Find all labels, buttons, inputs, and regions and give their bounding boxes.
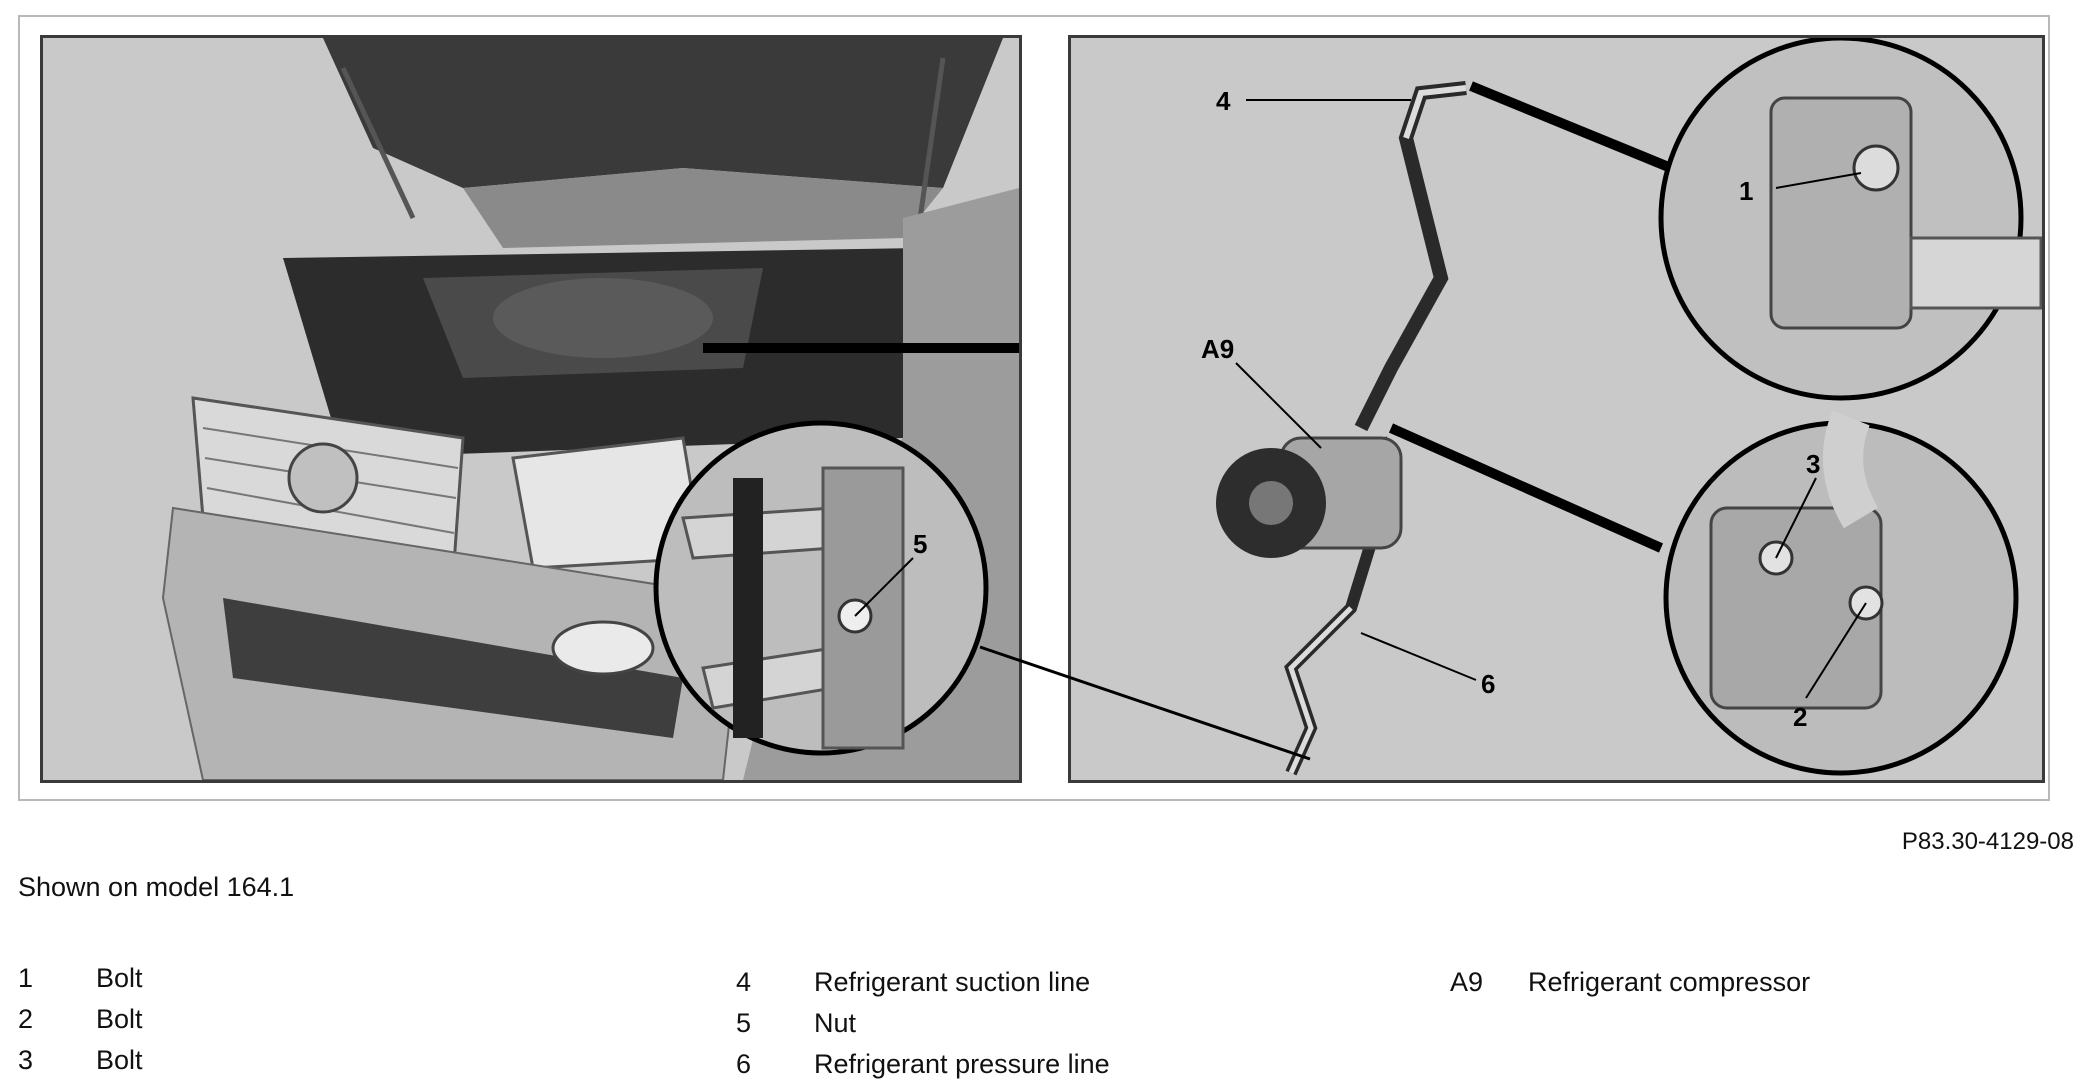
figure-frame: 5 4 A9: [18, 15, 2050, 801]
leader-line-detail-2: [1388, 423, 1664, 553]
callout-a9-label: A9: [1201, 334, 1234, 364]
compressor-diagram: 4 A9 6 1: [1071, 38, 2042, 780]
legend-label: Refrigerant compressor: [1528, 967, 1811, 997]
legend-key: 4: [736, 967, 752, 997]
legend-key: A9: [1450, 967, 1484, 997]
detail-circle-bolts-2-3: 3 2: [1663, 410, 2019, 776]
callout-6-label: 6: [1481, 669, 1495, 699]
vehicle-illustration: 5: [43, 38, 1019, 780]
legend-item: A9 Refrigerant compressor: [1450, 962, 1810, 1003]
legend-column-3: A9 Refrigerant compressor: [1450, 962, 1810, 1003]
legend-key: 1: [18, 963, 34, 993]
legend-label: Nut: [814, 1008, 857, 1038]
legend-column-1: 1 Bolt 2 Bolt 3 Bolt: [18, 958, 143, 1081]
figure-id: P83.30-4129-08: [1901, 828, 2074, 855]
legend-label: Refrigerant pressure line: [814, 1049, 1110, 1079]
legend-item: 5 Nut: [736, 1003, 1110, 1044]
legend-column-2: 4 Refrigerant suction line 5 Nut 6 Refri…: [736, 962, 1110, 1085]
compressor-body: [1216, 436, 1403, 558]
callout-3-label: 3: [1806, 449, 1820, 479]
legend-key: 6: [736, 1049, 752, 1079]
figure-caption: Shown on model 164.1: [18, 872, 295, 902]
callout-5: 5: [854, 529, 927, 617]
brand-emblem: [287, 442, 359, 514]
legend-item: 6 Refrigerant pressure line: [736, 1044, 1110, 1085]
legend-label: Refrigerant suction line: [814, 967, 1091, 997]
compressor-lines-illustration: 4 A9 6 1: [1068, 35, 2045, 783]
detail-circle-nut: [653, 420, 989, 756]
vehicle-engine-bay-photo: 5: [40, 35, 1022, 783]
legend-item: 1 Bolt: [18, 958, 143, 999]
hood-shape: [323, 38, 1003, 188]
callout-4: 4: [1216, 86, 1411, 116]
legend-label: Bolt: [96, 1004, 143, 1034]
callout-4-label: 4: [1216, 86, 1231, 116]
detail-circle-bolt-1: 1: [1658, 38, 2042, 401]
legend-item: 4 Refrigerant suction line: [736, 962, 1110, 1003]
legend-label: Bolt: [96, 1045, 143, 1075]
legend-key: 3: [18, 1045, 34, 1075]
callout-1-label: 1: [1739, 176, 1753, 206]
callout-a9: A9: [1201, 334, 1322, 449]
legend-item: 2 Bolt: [18, 999, 143, 1040]
cross-panel-leader: [979, 645, 1311, 761]
callout-2-label: 2: [1793, 702, 1807, 732]
legend-key: 5: [736, 1008, 752, 1038]
callout-5-label: 5: [913, 529, 927, 559]
legend-label: Bolt: [96, 963, 143, 993]
leader-line-detail-1: [1469, 81, 1673, 173]
callout-6: 6: [1360, 632, 1495, 699]
legend-key: 2: [18, 1004, 34, 1034]
legend-item: 3 Bolt: [18, 1040, 143, 1081]
